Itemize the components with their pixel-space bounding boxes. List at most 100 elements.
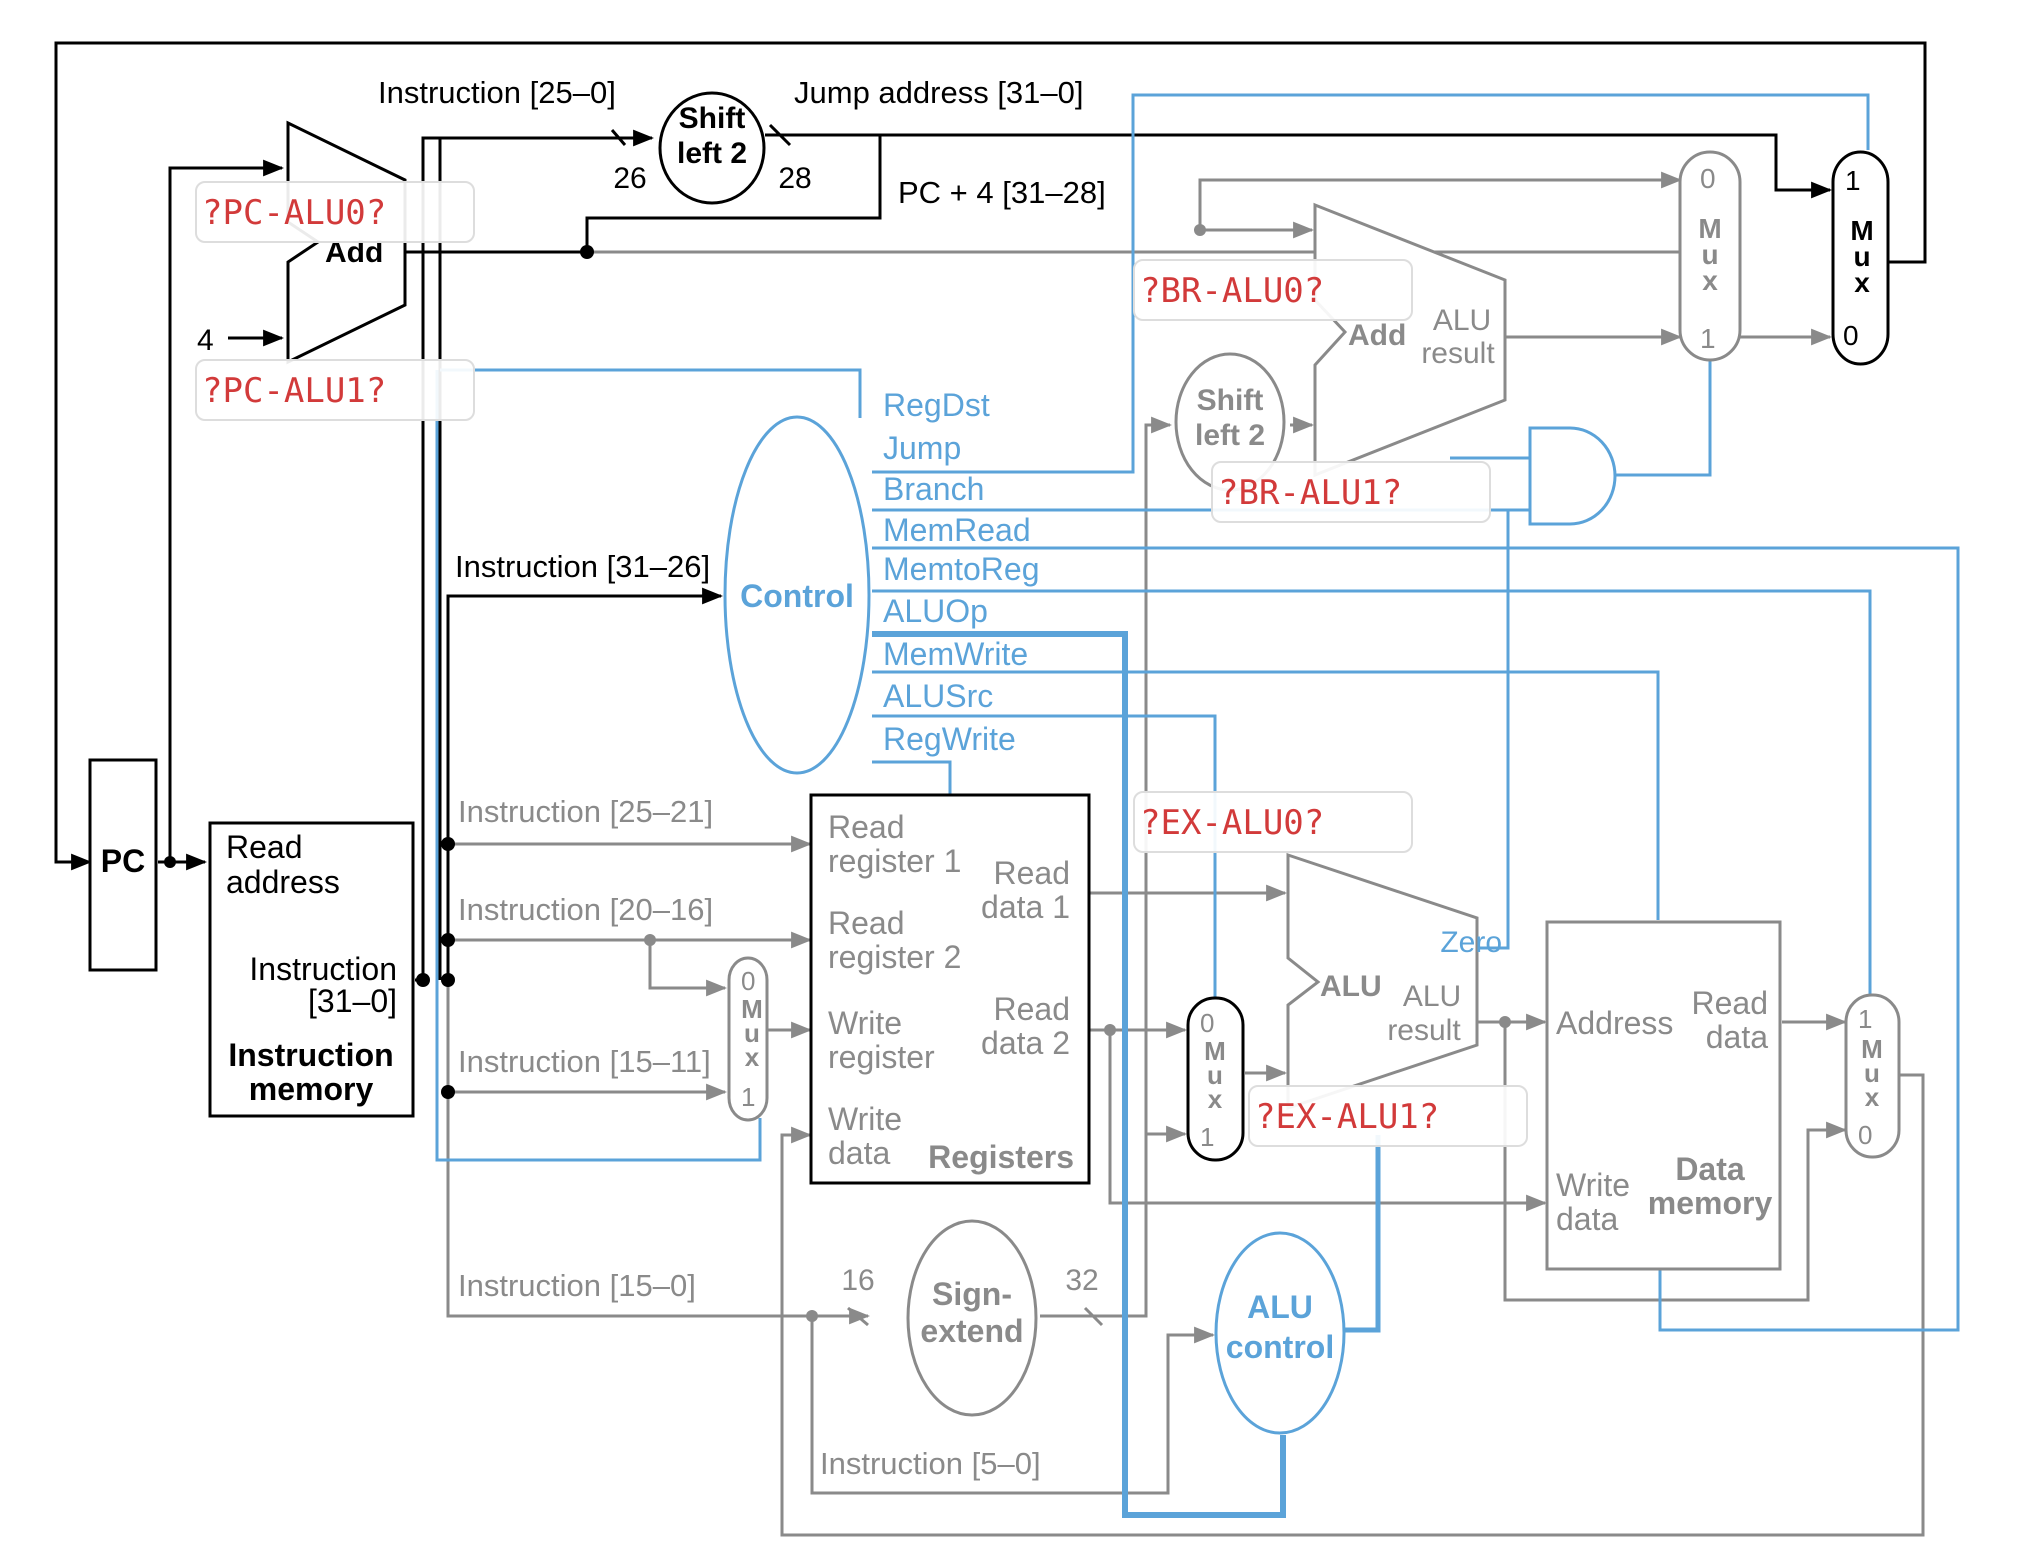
pc-register: PC — [88, 758, 158, 972]
branch-result-2: result — [1421, 337, 1495, 370]
dmem-title-1: Data — [1675, 1151, 1745, 1187]
label-instr-31-26: Instruction [31–26] — [455, 549, 710, 584]
placeholder-ex-alu0-box — [1133, 791, 1413, 853]
signal-memread: MemRead — [883, 512, 1031, 548]
gray-wires — [446, 171, 1925, 1537]
main-alu: ALU Zero ALU result — [1286, 852, 1502, 1111]
placeholder-ex-alu1: ?EX-ALU1? — [1255, 1097, 1439, 1137]
memtoreg-mux-x: x — [1865, 1082, 1880, 1112]
junction-dots — [164, 224, 1511, 1322]
placeholder-pc-alu0-box — [195, 181, 475, 243]
jump-mux-one: 1 — [1845, 165, 1861, 196]
sign-extend: Sign- extend — [906, 1219, 1038, 1417]
label-instr-15-11: Instruction [15–11] — [458, 1044, 711, 1079]
jump-shift-left-2: Shift left 2 — [658, 91, 766, 205]
placeholder-pc-alu0: ?PC-ALU0? — [202, 193, 386, 233]
write-reg-label-b: register — [828, 1039, 935, 1075]
alu-label: ALU — [1320, 970, 1382, 1003]
read-data1-label-b: data 1 — [981, 889, 1070, 925]
branch-mux-u: u — [1701, 239, 1718, 270]
read-reg2-label-a: Read — [828, 905, 905, 941]
dmem-title-2: memory — [1648, 1185, 1773, 1221]
alusrc-mux-zero: 0 — [1200, 1008, 1214, 1038]
sign-extend-line2: extend — [920, 1313, 1023, 1349]
jump-shift-line1: Shift — [679, 102, 746, 135]
alu-control-line1: ALU — [1247, 1289, 1313, 1325]
branch-mux-m: M — [1698, 213, 1721, 244]
write-data-label-a: Write — [828, 1101, 902, 1137]
label-instr-20-16: Instruction [20–16] — [458, 892, 713, 927]
signal-aluop: ALUOp — [883, 593, 988, 629]
read-reg2-label-b: register 2 — [828, 939, 961, 975]
data-memory: Address Read data Write data Data memory — [1545, 920, 1782, 1271]
dmem-address-label: Address — [1556, 1005, 1673, 1041]
alu-control: ALU control — [1214, 1231, 1346, 1435]
regdst-mux-x: x — [745, 1042, 760, 1072]
control-signals: RegDst Jump Branch MemRead MemtoReg ALUO… — [883, 387, 1040, 757]
placeholder-pc-alu1: ?PC-ALU1? — [202, 371, 386, 411]
sign-extend-in-width: 16 — [841, 1264, 874, 1297]
label-instr-25-0: Instruction [25–0] — [378, 75, 616, 110]
regdst-mux-one: 1 — [741, 1082, 755, 1112]
regdst-mux-m: M — [741, 994, 763, 1024]
placeholder-br-alu1-box — [1211, 461, 1491, 523]
branch-shift-left-2: Shift left 2 — [1174, 352, 1286, 492]
register-file: Read register 1 Read register 2 Write re… — [809, 793, 1091, 1185]
placeholder-ex-alu0: ?EX-ALU0? — [1140, 803, 1324, 843]
write-data-label-b: data — [828, 1135, 890, 1171]
jump-width-slash — [768, 123, 792, 147]
alusrc-mux: 0 M u x 1 — [1186, 996, 1245, 1162]
memtoreg-mux-zero: 0 — [1858, 1120, 1872, 1150]
alusrc-mux-m: M — [1204, 1036, 1226, 1066]
dmem-read-data-b: data — [1706, 1019, 1768, 1055]
write-reg-label-a: Write — [828, 1005, 902, 1041]
jump-mux: 1 M u x 0 — [1831, 150, 1890, 366]
branch-and-gate — [1528, 426, 1617, 526]
signal-regdst: RegDst — [883, 387, 990, 423]
memtoreg-mux-u: u — [1864, 1058, 1880, 1088]
regdst-mux-u: u — [744, 1018, 760, 1048]
dmem-read-data-a: Read — [1692, 985, 1769, 1021]
sign-extend-line1: Sign- — [932, 1276, 1012, 1312]
imem-title-2: memory — [249, 1071, 374, 1107]
const-4-label: 4 — [197, 324, 214, 357]
read-data2-label-a: Read — [994, 991, 1071, 1027]
branch-result-1: ALU — [1433, 304, 1491, 337]
signal-alusrc: ALUSrc — [883, 678, 993, 714]
read-reg1-label-b: register 1 — [828, 843, 961, 879]
alusrc-mux-x: x — [1208, 1084, 1223, 1114]
signal-memtoreg: MemtoReg — [883, 551, 1040, 587]
memtoreg-mux: 1 M u x 0 — [1844, 993, 1901, 1159]
registers-title: Registers — [928, 1139, 1074, 1175]
alu-control-line2: control — [1226, 1329, 1334, 1365]
control-unit: Control — [723, 415, 871, 775]
branch-adder: Add ALU result — [1313, 202, 1507, 478]
dmem-write-data-a: Write — [1556, 1167, 1630, 1203]
placeholder-br-alu0: ?BR-ALU0? — [1140, 271, 1324, 311]
alusrc-mux-one: 1 — [1200, 1122, 1214, 1152]
label-instr-5-0: Instruction [5–0] — [820, 1446, 1041, 1481]
pc-label: PC — [101, 843, 145, 879]
branch-shift-line2: left 2 — [1195, 419, 1265, 452]
instruction-out-label-1: Instruction — [249, 951, 397, 987]
alusrc-mux-u: u — [1207, 1060, 1223, 1090]
regdst-mux-zero: 0 — [741, 966, 755, 996]
label-pc4: PC + 4 [31–28] — [898, 175, 1106, 210]
branch-adder-label: Add — [1348, 319, 1406, 352]
wire-labels: Instruction [25–0] Jump address [31–0] P… — [378, 75, 1106, 1481]
label-jump-address: Jump address [31–0] — [794, 75, 1084, 110]
read-address-label-2: address — [226, 864, 340, 900]
read-address-label-1: Read — [226, 829, 303, 865]
placeholder-pc-alu1-box — [195, 359, 475, 421]
instruction-out-label-2: [31–0] — [308, 983, 397, 1019]
branch-mux-zero: 0 — [1700, 163, 1716, 194]
branch-mux-x: x — [1702, 265, 1718, 296]
read-data1-label-a: Read — [994, 855, 1071, 891]
placeholder-boxes: ?PC-ALU0? ?PC-ALU1? ?BR-ALU0? ?BR-ALU1? … — [195, 181, 1528, 1147]
memtoreg-mux-one: 1 — [1858, 1004, 1872, 1034]
control-label: Control — [740, 578, 854, 614]
aluop-bus — [872, 631, 1286, 1518]
jump-mux-zero: 0 — [1843, 320, 1859, 351]
read-data2-label-b: data 2 — [981, 1025, 1070, 1061]
placeholder-br-alu1: ?BR-ALU1? — [1218, 473, 1402, 513]
